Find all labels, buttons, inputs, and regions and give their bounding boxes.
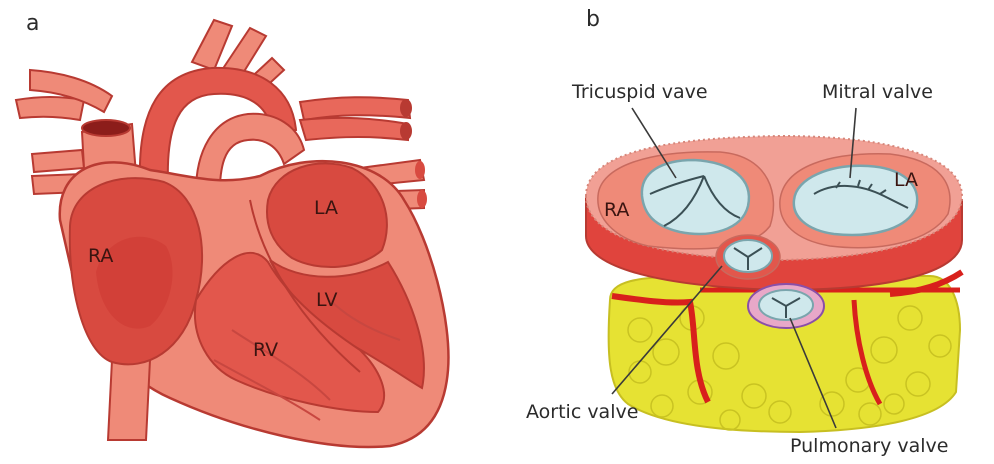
vein-opening — [415, 161, 425, 179]
la-label: LA — [314, 197, 338, 219]
right-pulmonary-artery — [300, 97, 410, 120]
inferior-vena-cava — [108, 360, 150, 440]
artery-opening — [400, 122, 412, 140]
tricuspid-callout: Tricuspid vave — [571, 81, 708, 103]
artery-opening — [400, 99, 412, 117]
heart-illustration — [16, 20, 448, 447]
left-vessel — [16, 97, 84, 120]
vein-opening — [417, 190, 427, 208]
aortic-callout: Aortic valve — [526, 401, 638, 423]
mitral-callout: Mitral valve — [822, 81, 933, 103]
rv-label: RV — [253, 339, 278, 361]
lv-label: LV — [316, 289, 338, 311]
ra-label: RA — [88, 245, 113, 267]
panel-b-label: b — [586, 7, 600, 32]
pulmonary-callout: Pulmonary valve — [790, 435, 948, 457]
vena-cava-opening — [82, 120, 130, 136]
right-pulmonary-artery-lower — [300, 118, 408, 140]
panel-a-label: a — [26, 11, 39, 36]
left-vessel — [32, 150, 84, 172]
tricuspid-valve — [642, 160, 749, 234]
panel-b-ra-label: RA — [604, 199, 629, 221]
panel-b-la-label: LA — [894, 169, 918, 191]
